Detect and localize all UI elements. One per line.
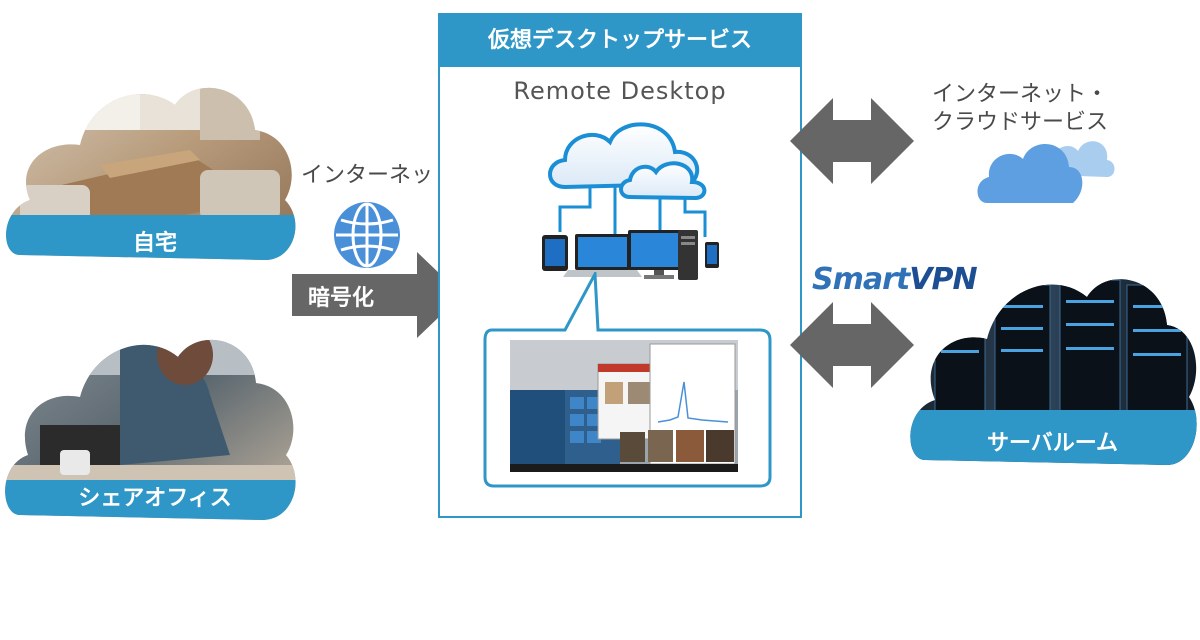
vpn-double-arrow xyxy=(790,302,914,388)
desktop-preview-bubble xyxy=(480,272,775,492)
cloud-icon xyxy=(975,125,1115,205)
smartvpn-logo-smart: Smart xyxy=(812,262,910,297)
globe-icon xyxy=(330,198,404,272)
cloud-service-double-arrow xyxy=(790,98,914,184)
internet-label: インターネット xyxy=(300,163,455,188)
encryption-arrow xyxy=(292,252,462,338)
remote-desktop-title: Remote Desktop xyxy=(513,77,727,105)
home-cloud xyxy=(0,60,300,270)
encryption-label: 暗号化 xyxy=(308,286,375,311)
smartvpn-logo: SmartVPN xyxy=(812,262,978,297)
cloud-service-label-line1: インターネット・ xyxy=(932,82,1109,107)
cloud-service-label-line2: クラウドサービス xyxy=(932,110,1109,135)
service-title: 仮想デスクトップサービス xyxy=(487,28,752,53)
home-label: 自宅 xyxy=(132,231,177,256)
server-room-cloud xyxy=(905,255,1197,470)
smartvpn-logo-vpn: VPN xyxy=(909,262,977,297)
share-office-label: シェアオフィス xyxy=(78,486,232,511)
server-room-label: サーバルーム xyxy=(986,431,1119,456)
cloud-devices-icon xyxy=(520,112,730,287)
service-header xyxy=(440,15,800,67)
share-office-cloud xyxy=(0,315,300,525)
